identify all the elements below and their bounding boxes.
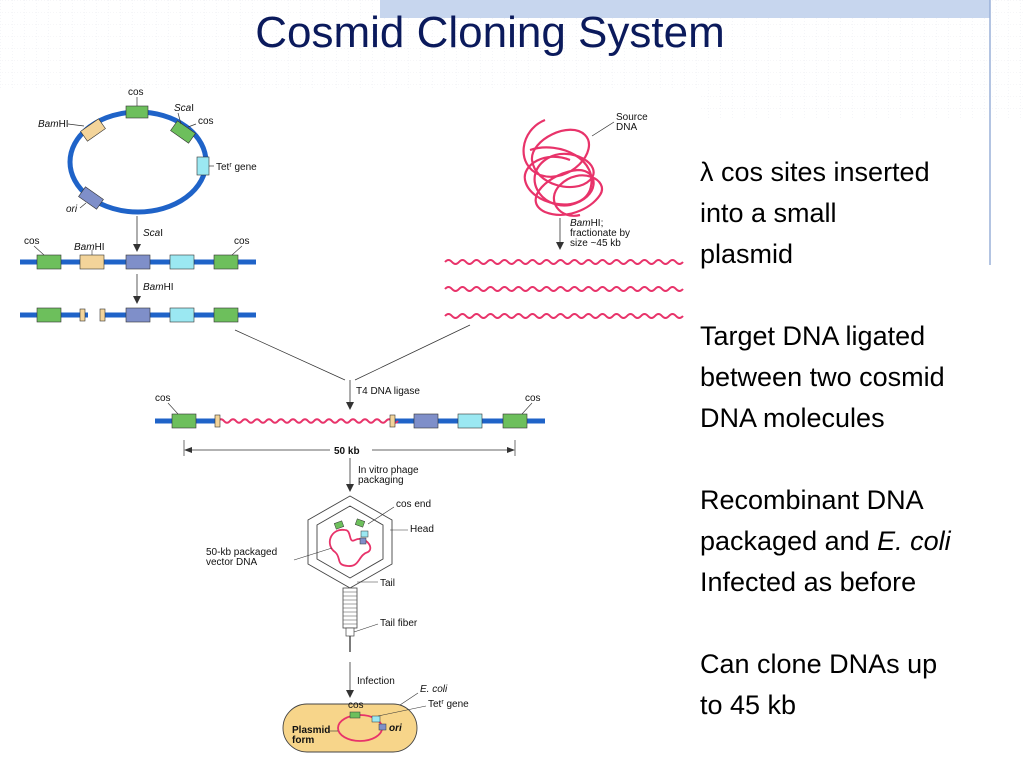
svg-text:packaging: packaging [358, 475, 404, 486]
bullet-line: Recombinant DNA [700, 480, 1018, 521]
svg-text:BamHI: BamHI [143, 282, 174, 293]
bullet-text: Target DNA ligated [700, 321, 926, 351]
svg-text:cos: cos [348, 700, 364, 711]
bullet-text: into a small [700, 198, 837, 228]
svg-text:cos: cos [24, 236, 40, 247]
source-dna: Source DNA BamHI; fractionate by size ~4… [444, 112, 684, 319]
svg-text:In vitro phage: In vitro phage [358, 465, 419, 476]
bullet-text: Recombinant DNA [700, 485, 924, 515]
svg-text:DNA: DNA [616, 122, 637, 133]
svg-text:vector DNA: vector DNA [206, 557, 257, 568]
bullet-line: plasmid [700, 234, 1018, 275]
svg-text:size ~45 kb: size ~45 kb [570, 238, 621, 249]
svg-text:Tetr gene: Tetr gene [428, 699, 469, 711]
plasmid-bamhi-site [80, 118, 106, 142]
bullet-line: into a small [700, 193, 1018, 234]
bullet-text: packaged and [700, 526, 878, 556]
bullet-line: Infected as before [700, 562, 1018, 603]
bullet-line: Target DNA ligated [700, 316, 1018, 357]
ecoli-cell: E. coli cos Tetr gene Plasmid form ori [282, 684, 469, 753]
plasmid-scai-site [170, 120, 196, 144]
linear-cosmid-2 [20, 307, 256, 323]
bullet-line: λ cos sites inserted [700, 152, 1018, 193]
svg-text:cos: cos [234, 236, 250, 247]
svg-text:E. coli: E. coli [420, 684, 448, 695]
bullet-text: to 45 kb [700, 690, 797, 720]
plasmid-scai-label: ScaI [174, 103, 194, 114]
plasmid-ori [78, 186, 104, 210]
svg-text:ScaI: ScaI [143, 228, 163, 239]
plasmid-tet-label: Tetr gene [216, 162, 257, 174]
insert-dna [217, 418, 399, 424]
svg-text:Tail: Tail [380, 578, 395, 589]
bullet-line: DNA molecules [700, 398, 1018, 439]
svg-text:cos: cos [155, 393, 171, 404]
cosmid-plasmid: cos ScaI BamHI cos Tetr gene ori [38, 87, 257, 215]
bullet-text: E. coli [877, 526, 951, 556]
ecoli-body [282, 703, 418, 753]
plasmid-bamhi-label: BamHI [38, 119, 69, 130]
bullet-line: to 45 kb [700, 685, 1018, 726]
svg-text:Tail fiber: Tail fiber [380, 618, 418, 629]
svg-text:ori: ori [389, 723, 402, 734]
step-scai: ScaI [133, 216, 163, 252]
infection-label: Infection [357, 676, 395, 687]
svg-text:cos: cos [525, 393, 541, 404]
bullet-text: between two cosmid [700, 362, 945, 392]
plasmid-tet-gene [196, 156, 210, 176]
cosmid-diagram: cos ScaI BamHI cos Tetr gene ori ScaI co… [20, 87, 684, 753]
bullet-text: λ [700, 157, 714, 187]
svg-text:50-kb packaged: 50-kb packaged [206, 547, 277, 558]
bullet-1: λ cos sites inserted into a small plasmid [700, 152, 1018, 275]
plasmid-cos-top [125, 105, 149, 119]
phage-particle: cos end Head 50-kb packaged vector DNA T… [206, 495, 434, 652]
bullet-text: plasmid [700, 239, 794, 269]
linear-cosmid-1: cos BamHI cos [20, 236, 256, 270]
svg-text:BamHI: BamHI [74, 242, 105, 253]
svg-text:Source: Source [616, 112, 648, 123]
header-band [380, 0, 990, 18]
phage-head-inner [316, 505, 384, 579]
svg-text:BamHI;: BamHI; [570, 218, 603, 229]
source-fragment-1 [444, 259, 684, 265]
plasmid-cos-right-label: cos [198, 116, 214, 127]
svg-text:Head: Head [410, 524, 434, 535]
bullet-text: Can clone DNAs up [700, 649, 938, 679]
page-title: Cosmid Cloning System [255, 8, 725, 57]
bullet-text: DNA molecules [700, 403, 885, 433]
svg-text:Plasmid: Plasmid [292, 725, 330, 736]
step-bamhi: BamHI [133, 274, 174, 304]
bullet-line: packaged and E. coli [700, 521, 1018, 562]
svg-text:cos end: cos end [396, 499, 431, 510]
bullet-line: Can clone DNAs up [700, 644, 1018, 685]
source-fragment-2 [444, 286, 684, 292]
length-label: 50 kb [334, 446, 360, 457]
svg-text:form: form [292, 735, 314, 746]
source-fragment-3 [444, 313, 684, 319]
ligase-label: T4 DNA ligase [356, 386, 420, 397]
source-dna-tangle [522, 118, 604, 217]
bullet-text: Infected as before [700, 567, 917, 597]
bullet-4: Can clone DNAs up to 45 kb [700, 644, 1018, 726]
ligated-molecule: cos cos 50 kb [155, 393, 545, 457]
packaged-dna [328, 529, 372, 567]
bullet-text: cos sites inserted [713, 157, 930, 187]
svg-text:fractionate by: fractionate by [570, 228, 630, 239]
plasmid-ori-label: ori [66, 204, 78, 215]
plasmid-cos-top-label: cos [128, 87, 144, 98]
bullet-line: between two cosmid [700, 357, 1018, 398]
